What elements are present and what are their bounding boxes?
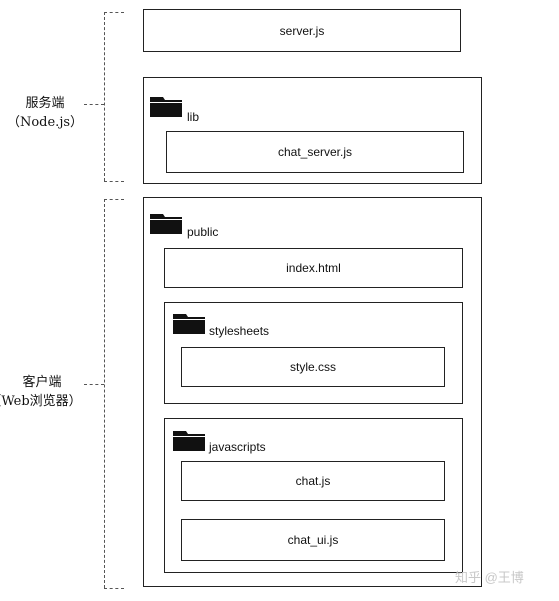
stylesheets-folder-label[interactable]: stylesheets <box>209 324 270 338</box>
client-label-title: 客户端 <box>22 375 62 390</box>
stylesheets-folder-box: stylesheets style.css <box>164 302 463 404</box>
server-js-file[interactable]: server.js <box>143 9 461 52</box>
chat-ui-js-label: chat_ui.js <box>287 533 339 547</box>
public-folder-box: public index.html stylesheets style.css … <box>143 197 482 587</box>
client-side-label: 客户端 （Web浏览器） <box>0 373 84 411</box>
folder-icon <box>173 314 205 334</box>
client-label-subtitle: （Web浏览器） <box>0 394 82 409</box>
server-label-subtitle: （Node.js） <box>6 115 84 130</box>
lib-folder-box: lib chat_server.js <box>143 77 482 184</box>
server-js-label: server.js <box>279 23 325 38</box>
javascripts-folder-label[interactable]: javascripts <box>209 440 266 454</box>
javascripts-folder-box: javascripts chat.js chat_ui.js <box>164 418 463 573</box>
chat-js-file[interactable]: chat.js <box>181 461 445 501</box>
folder-icon <box>173 431 205 451</box>
chat-server-js-label: chat_server.js <box>277 145 353 159</box>
index-html-file[interactable]: index.html <box>164 248 463 288</box>
chat-ui-js-file[interactable]: chat_ui.js <box>181 519 445 561</box>
chat-js-label: chat.js <box>295 474 331 488</box>
public-folder-label[interactable]: public <box>187 225 219 239</box>
lib-folder-label[interactable]: lib <box>187 110 200 124</box>
index-html-label: index.html <box>286 261 341 275</box>
style-css-file[interactable]: style.css <box>181 347 445 387</box>
folder-icon <box>150 97 182 117</box>
style-css-label: style.css <box>289 360 336 374</box>
chat-server-js-file[interactable]: chat_server.js <box>166 131 464 173</box>
folder-icon <box>150 214 182 234</box>
server-label-title: 服务端 <box>25 96 65 111</box>
watermark: 知乎 @王博 <box>455 570 524 585</box>
server-side-label: 服务端 （Node.js） <box>4 94 86 132</box>
